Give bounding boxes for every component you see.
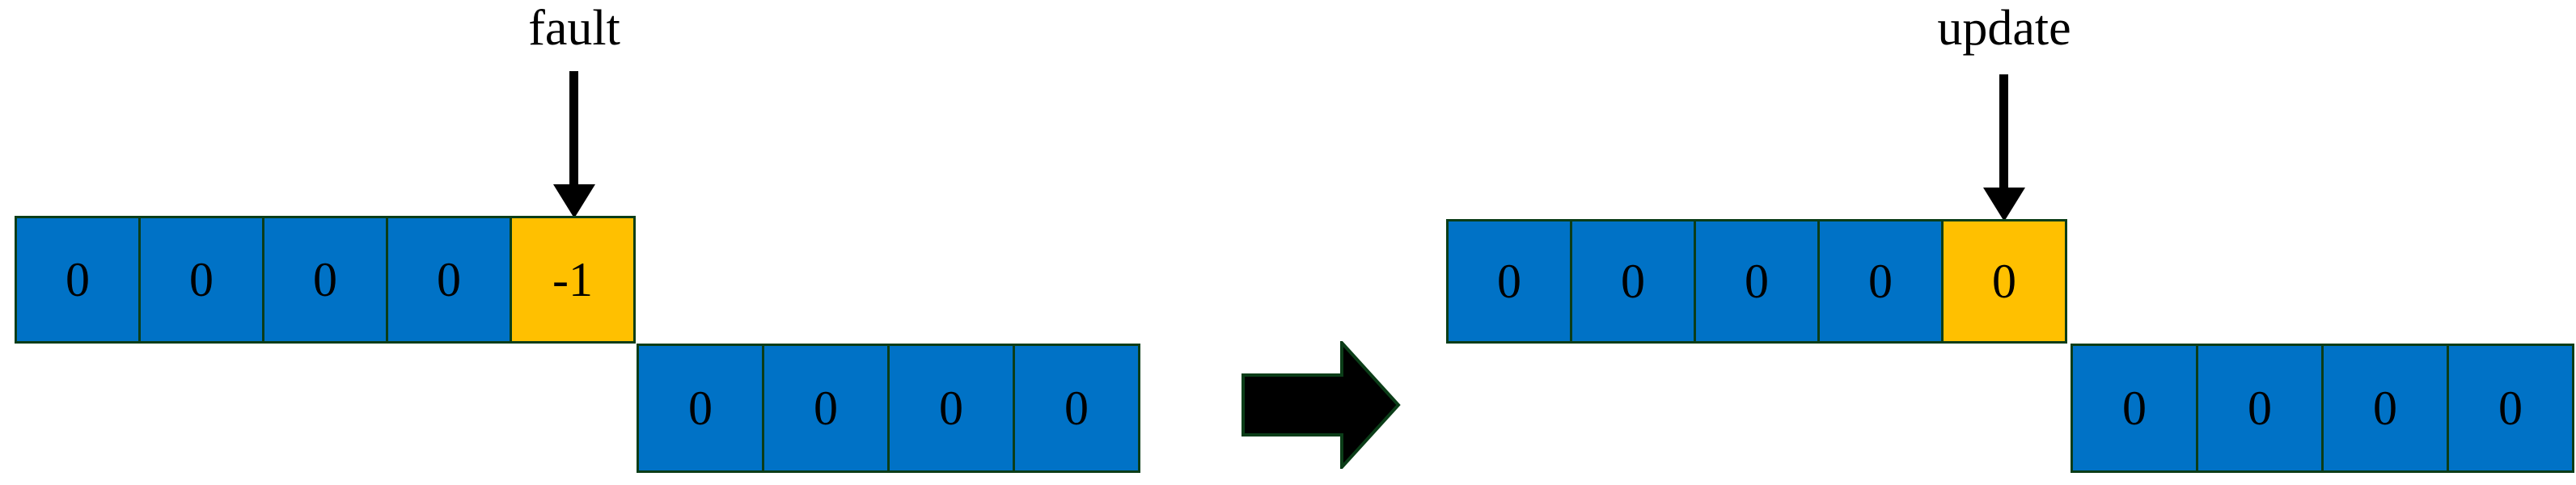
before-upper-cell-2-value: 0 [313,253,337,306]
after-lower-cell-2-value: 0 [2373,382,2397,435]
after-upper-cell-4: 0 [1941,219,2067,344]
after-upper-cell-4-value: 0 [1992,255,2016,308]
before-upper-cell-3-value: 0 [437,253,461,306]
before-upper-cell-0-value: 0 [66,253,90,306]
after-lower-cell-0-value: 0 [2122,382,2147,435]
before-upper-cell-1: 0 [138,216,264,344]
fault-down-arrow-icon [544,71,605,222]
after-upper-cell-3-value: 0 [1868,255,1893,308]
update-down-arrow-icon [1973,74,2035,226]
before-lower-cell-3-value: 0 [1064,382,1089,435]
before-upper-cell-0: 0 [15,216,141,344]
before-lower-cell-2: 0 [887,344,1015,473]
before-upper-cell-4-value: -1 [552,253,593,306]
before-lower-cell-0: 0 [637,344,764,473]
before-lower-cell-1: 0 [762,344,890,473]
before-upper-cell-3: 0 [386,216,512,344]
before-lower-cell-2-value: 0 [939,382,963,435]
before-upper-cell-1-value: 0 [189,253,214,306]
after-upper-cell-2: 0 [1694,219,1820,344]
after-lower-cell-3: 0 [2447,344,2574,473]
before-upper-row: 0 0 0 0 -1 [15,216,636,344]
after-upper-cell-0-value: 0 [1497,255,1521,308]
before-lower-cell-1-value: 0 [814,382,838,435]
after-lower-cell-0: 0 [2071,344,2198,473]
after-upper-cell-0: 0 [1446,219,1572,344]
update-annotation-label: update [1937,1,2071,56]
before-upper-cell-4: -1 [510,216,636,344]
before-lower-row: 0 0 0 0 [637,344,1140,473]
after-upper-row: 0 0 0 0 0 [1446,219,2067,344]
after-lower-row: 0 0 0 0 [2071,344,2574,473]
after-upper-cell-1-value: 0 [1621,255,1645,308]
after-lower-cell-2: 0 [2321,344,2449,473]
after-upper-cell-3: 0 [1817,219,1944,344]
before-lower-cell-0-value: 0 [688,382,713,435]
after-lower-cell-1: 0 [2196,344,2324,473]
transition-right-block-arrow-icon [1240,338,1402,473]
after-lower-cell-1-value: 0 [2248,382,2272,435]
after-upper-cell-2-value: 0 [1745,255,1769,308]
after-upper-cell-1: 0 [1570,219,1696,344]
fault-annotation-label: fault [528,1,620,56]
before-lower-cell-3: 0 [1013,344,1140,473]
after-lower-cell-3-value: 0 [2498,382,2523,435]
before-upper-cell-2: 0 [262,216,388,344]
